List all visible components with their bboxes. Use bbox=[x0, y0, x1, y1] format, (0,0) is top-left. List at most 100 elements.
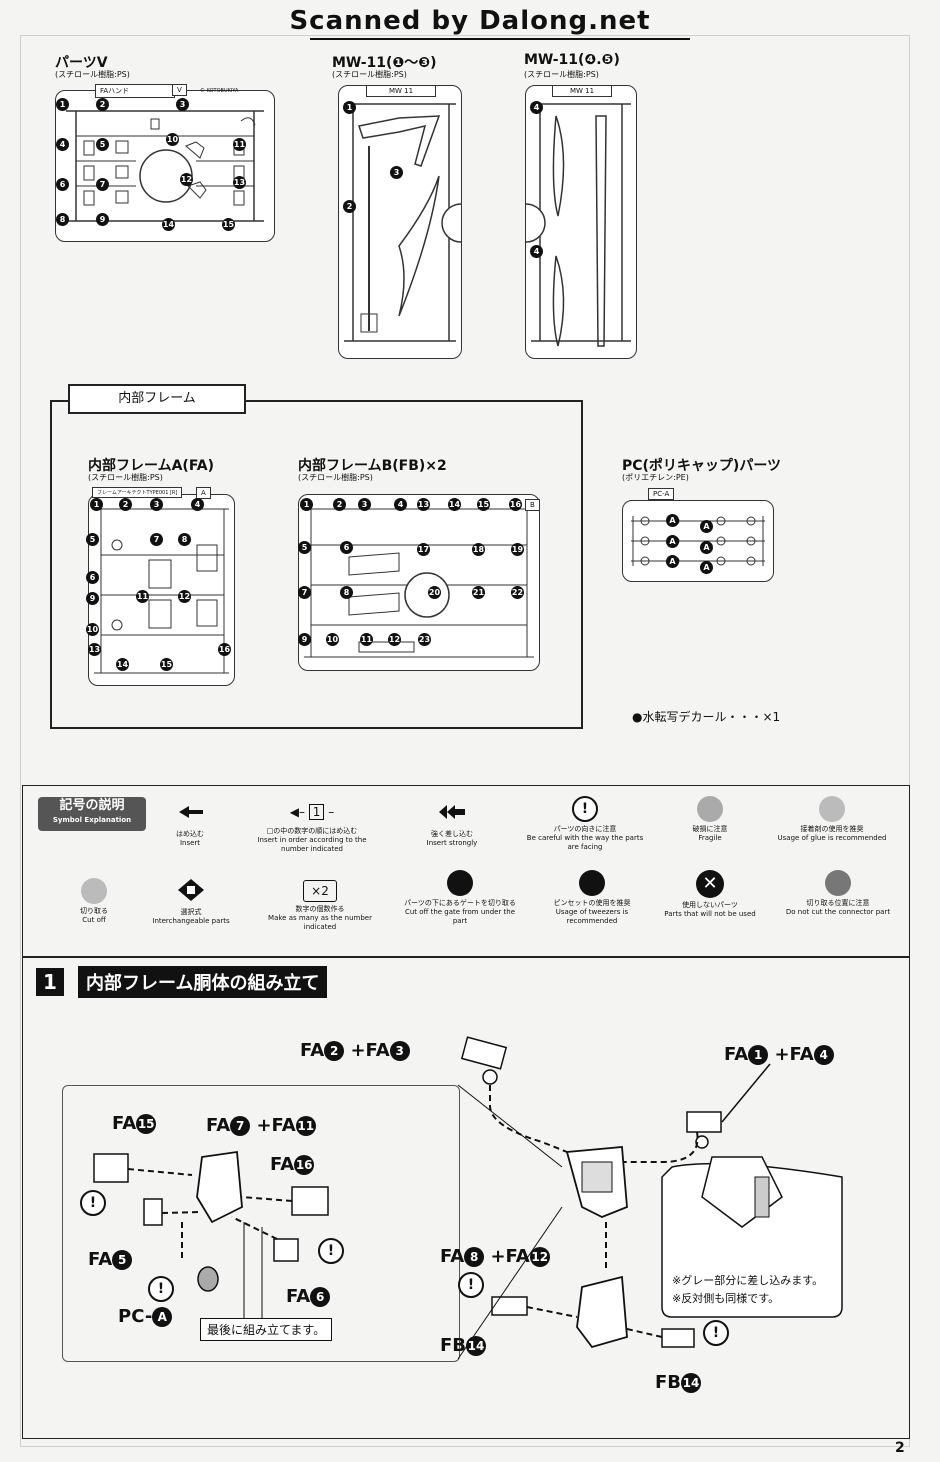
page-frame bbox=[20, 35, 910, 1447]
mw11-a-sprue-label: MW 11 bbox=[366, 85, 436, 97]
symbols-box bbox=[22, 785, 910, 957]
part-number: 2 bbox=[343, 200, 356, 213]
pc-letter: A bbox=[666, 514, 679, 527]
part-number: 6 bbox=[340, 541, 353, 554]
part-number: 10 bbox=[86, 623, 99, 636]
symbol-en: Usage of glue is recommended bbox=[777, 834, 887, 842]
part-number: 8 bbox=[340, 586, 353, 599]
mw11-b-sprue bbox=[525, 85, 637, 359]
part-number: 7 bbox=[96, 178, 109, 191]
mw11-b-title: MW-11(❹.❺) bbox=[524, 52, 620, 68]
symbol-en: Insert strongly bbox=[426, 839, 478, 847]
pc-sprue bbox=[622, 500, 774, 582]
part-number: 11 bbox=[233, 138, 246, 151]
symbol-ja: はめ込む bbox=[176, 830, 204, 838]
connector-caution-icon bbox=[825, 870, 851, 896]
frame-fa-title: 内部フレームA(FA) bbox=[88, 458, 215, 474]
mw11-a-sprue bbox=[338, 85, 462, 359]
watermark-underline bbox=[310, 38, 690, 40]
part-number: 16 bbox=[509, 498, 522, 511]
part-number: 1 bbox=[56, 98, 69, 111]
caution-icon: ! bbox=[458, 1272, 484, 1298]
parts-v-sprue bbox=[55, 90, 275, 242]
parts-v-sprue-drawing bbox=[66, 110, 264, 222]
part-number: 3 bbox=[176, 98, 189, 111]
symbol-ja: 選択式 bbox=[180, 908, 202, 916]
part-number: 7 bbox=[298, 586, 311, 599]
insert-order-icon: ◀– 1 – bbox=[289, 804, 335, 820]
symbol-ja: 切り取る位置に注意 bbox=[806, 899, 870, 907]
mw11-b-sprue-label: MW 11 bbox=[552, 85, 612, 97]
symbol-en: Cut off bbox=[82, 916, 106, 924]
symbol-connector-caution: 切り取る位置に注意 Do not cut the connector part bbox=[778, 870, 898, 917]
decal-note: ●水転写デカール・・・×1 bbox=[632, 710, 781, 724]
label-pc-a: PC-A bbox=[118, 1306, 173, 1327]
parts-v-sprue-letter: V bbox=[172, 84, 187, 96]
frame-fb-title: 内部フレームB(FB)×2 bbox=[298, 458, 447, 474]
part-number: 15 bbox=[160, 658, 173, 671]
symbol-tweezers: ピンセットの使用を推奨 Usage of tweezers is recomme… bbox=[532, 870, 652, 926]
part-number: 14 bbox=[116, 658, 129, 671]
part-number: 11 bbox=[360, 633, 373, 646]
inner-frame-section-label: 内部フレーム bbox=[68, 384, 246, 414]
symbol-en: Make as many as the number indicated bbox=[268, 914, 372, 931]
part-number: 21 bbox=[472, 586, 485, 599]
page-number: 2 bbox=[895, 1440, 905, 1456]
pc-material: (ポリエチレン:PE) bbox=[622, 473, 689, 482]
symbol-insert-strongly: 強く差し込む Insert strongly bbox=[392, 800, 512, 848]
part-number: 1 bbox=[343, 101, 356, 114]
symbol-en: Cut off the gate from under the part bbox=[404, 908, 516, 925]
symbols-header: 記号の説明 Symbol Explanation bbox=[38, 797, 146, 831]
symbol-ja: 破損に注意 bbox=[692, 825, 728, 833]
pc-letter: A bbox=[700, 561, 713, 574]
part-number: 16 bbox=[218, 643, 231, 656]
caution-icon: ! bbox=[80, 1190, 106, 1216]
part-number: 11 bbox=[136, 590, 149, 603]
part-number: 12 bbox=[388, 633, 401, 646]
symbol-caution-direction: ! パーツの向きに注意 Be careful with the way the … bbox=[525, 796, 645, 852]
parts-v-material: (スチロール樹脂:PS) bbox=[55, 70, 130, 79]
frame-fb-sprue-letter: B bbox=[525, 499, 540, 511]
last-assembly-note: 最後に組み立てます。 bbox=[200, 1318, 333, 1341]
part-number: 9 bbox=[96, 213, 109, 226]
symbol-en: Interchangeable parts bbox=[152, 917, 230, 925]
symbol-en: Insert in order according to the number … bbox=[257, 836, 367, 853]
symbol-en: Do not cut the connector part bbox=[785, 908, 891, 916]
symbols-title: 記号の説明 bbox=[59, 798, 125, 813]
part-number: 1 bbox=[300, 498, 313, 511]
symbol-en: Insert bbox=[179, 839, 201, 847]
insert-arrow-icon bbox=[179, 806, 203, 818]
part-number: 8 bbox=[178, 533, 191, 546]
part-number: 5 bbox=[298, 541, 311, 554]
insert-strongly-icon bbox=[439, 805, 465, 819]
frame-fa-material: (スチロール樹脂:PS) bbox=[88, 473, 163, 482]
frame-fb-material: (スチロール樹脂:PS) bbox=[298, 473, 373, 482]
symbol-cut-off: 切り取る Cut off bbox=[34, 878, 154, 925]
part-number: 4 bbox=[191, 498, 204, 511]
step-number: 1 bbox=[36, 968, 64, 996]
part-number: 4 bbox=[56, 138, 69, 151]
symbol-ja: ピンセットの使用を推奨 bbox=[553, 899, 631, 907]
cut-off-icon bbox=[81, 878, 107, 904]
part-number: 12 bbox=[178, 590, 191, 603]
part-number: 5 bbox=[86, 533, 99, 546]
parts-v-copyright: © KOTOBUKIYA bbox=[200, 88, 239, 94]
symbol-cut-gate: パーツの下にあるゲートを切り取る Cut off the gate from u… bbox=[400, 870, 520, 926]
not-used-icon: ✕ bbox=[696, 870, 724, 898]
symbol-en: Usage of tweezers is recommended bbox=[555, 908, 629, 925]
caution-direction-icon: ! bbox=[572, 796, 598, 822]
part-number: 17 bbox=[417, 543, 430, 556]
symbol-interchangeable: 選択式 Interchangeable parts bbox=[131, 878, 251, 926]
symbols-subtitle: Symbol Explanation bbox=[52, 816, 132, 824]
part-number: 5 bbox=[96, 138, 109, 151]
scan-watermark: Scanned by Dalong.net bbox=[289, 6, 651, 36]
part-number: 2 bbox=[333, 498, 346, 511]
part-number: 10 bbox=[326, 633, 339, 646]
symbol-ja: 強く差し込む bbox=[431, 830, 473, 838]
part-number: 3 bbox=[390, 166, 403, 179]
part-number: 10 bbox=[166, 133, 179, 146]
